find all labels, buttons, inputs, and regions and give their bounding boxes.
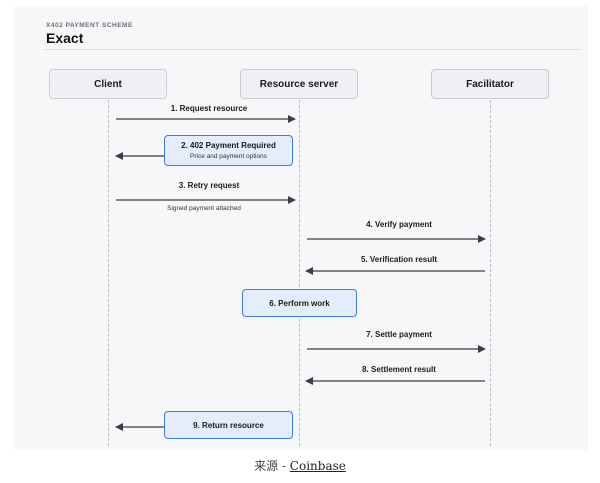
- label-payment-required: 2. 402 Payment Required: [181, 141, 276, 150]
- title-divider: [44, 49, 582, 50]
- box-return-resource: 9. Return resource: [164, 411, 293, 439]
- label-retry-request: 3. Retry request: [178, 181, 240, 190]
- label-settle-payment: 7. Settle payment: [366, 330, 432, 339]
- actor-facilitator: Facilitator: [431, 69, 549, 99]
- box-payment-required: 2. 402 Payment Required Price and paymen…: [164, 135, 293, 166]
- label-settlement-result: 8. Settlement result: [362, 365, 436, 374]
- label-return-resource: 9. Return resource: [193, 420, 264, 430]
- label-perform-work: 6. Perform work: [269, 298, 330, 308]
- label-request-resource: 1. Request resource: [170, 104, 248, 113]
- label-signed-payment: Signed payment attached: [167, 205, 241, 212]
- label-verify-payment: 4. Verify payment: [366, 220, 432, 229]
- box-perform-work: 6. Perform work: [242, 289, 357, 317]
- lifeline-client: [108, 100, 109, 446]
- label-price-options: Price and payment options: [190, 153, 267, 160]
- message-arrows: [115, 115, 486, 431]
- lifeline-facilitator: [490, 100, 491, 446]
- source-caption: 来源 - Coinbase: [0, 457, 600, 474]
- source-link[interactable]: Coinbase: [289, 459, 346, 473]
- actor-resource-server: Resource server: [240, 69, 358, 99]
- scheme-label: x402 PAYMENT SCHEME: [46, 22, 133, 29]
- source-prefix: 来源 -: [254, 459, 290, 473]
- sequence-diagram: x402 PAYMENT SCHEME Exact Client Resourc…: [14, 6, 588, 450]
- lifeline-resource-server: [299, 100, 300, 446]
- diagram-title: Exact: [46, 30, 84, 46]
- actor-client: Client: [49, 69, 167, 99]
- label-verification-result: 5. Verification result: [360, 255, 438, 264]
